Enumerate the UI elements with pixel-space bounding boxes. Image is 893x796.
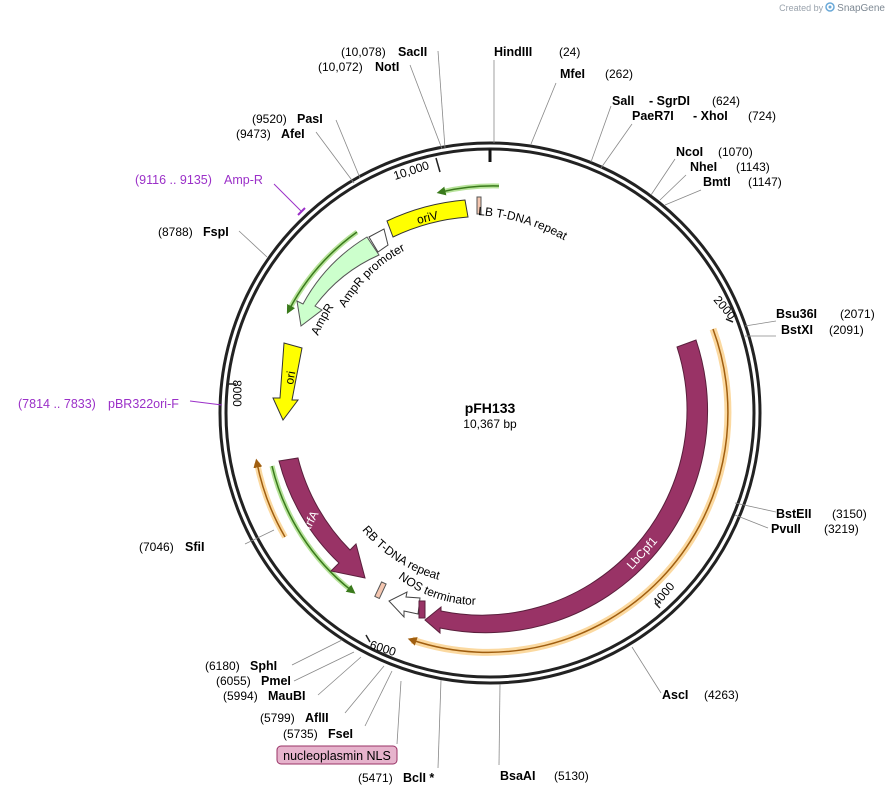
feature-rb-repeat-label: RB T-DNA repeat — [360, 523, 442, 583]
credit-prefix: Created by — [779, 3, 824, 13]
plasmid-size: 10,367 bp — [463, 417, 517, 431]
enzyme-bmti-name: BmtI — [703, 175, 731, 189]
enzyme-pasi-name: PasI — [297, 112, 323, 126]
enzyme-bsu36i-pos: (2071) — [840, 307, 875, 321]
enzyme-bsaai-name: BsaAI — [500, 769, 535, 783]
enzyme-nhei-name: NheI — [690, 160, 717, 174]
enzyme-noti-pos: (10,072) — [318, 60, 363, 74]
enzyme-bsteii-pos: (3150) — [832, 507, 867, 521]
feature-oriv-label: oriV — [415, 208, 439, 227]
enzyme-sphi-name: SphI — [250, 659, 277, 673]
enzyme-sfii-name: SfiI — [185, 540, 204, 554]
nls-label: nucleoplasmin NLS — [283, 749, 391, 763]
enzyme-fspi-name: FspI — [203, 225, 229, 239]
enzyme-afei-pos: (9473) — [236, 127, 271, 141]
enzyme-labels: HindIII (24) MfeI (262) SalI - SgrDI (62… — [139, 45, 875, 785]
enzyme-bcli-name: BclI * — [403, 771, 434, 785]
enzyme-nhei-pos: (1143) — [736, 160, 770, 174]
tick-marks — [228, 157, 734, 643]
enzyme-bmti-pos: (1147) — [748, 175, 782, 189]
enzyme-bsu36i-name: Bsu36I — [776, 307, 817, 321]
feature-trfa — [278, 457, 366, 579]
feature-nos-terminator — [388, 591, 421, 619]
feature-ampr — [296, 236, 380, 327]
enzyme-noti-name: NotI — [375, 60, 399, 74]
enzyme-bsteii-name: BstEII — [776, 507, 811, 521]
enzyme-hindiii-name: HindIII — [494, 45, 532, 59]
enzyme-paer7i-name: PaeR7I — [632, 109, 674, 123]
enzyme-maubi-name: MauBI — [268, 689, 306, 703]
enzyme-bcli-pos: (5471) — [358, 771, 393, 785]
enzyme-asci-pos: (4263) — [704, 688, 739, 702]
primer-pbr322ori-name: pBR322ori-F — [108, 397, 179, 411]
enzyme-hindiii-pos: (24) — [559, 45, 580, 59]
feature-ampr-promoter — [368, 228, 389, 253]
enzyme-pvuii-name: PvuII — [771, 522, 801, 536]
enzyme-fspi-pos: (8788) — [158, 225, 193, 239]
primer-ampr-range: (9116 .. 9135) — [135, 173, 212, 187]
enzyme-sgrdi-name: - SgrDI — [649, 94, 690, 108]
enzyme-fsei-name: FseI — [328, 727, 353, 741]
feature-nls-mark — [418, 600, 426, 619]
primer-ampr-name: Amp-R — [224, 173, 263, 187]
enzyme-maubi-pos: (5994) — [223, 689, 258, 703]
enzyme-mfei-name: MfeI — [560, 67, 585, 81]
enzyme-mfei-pos: (262) — [605, 67, 633, 81]
feature-ori-label: ori — [282, 370, 298, 386]
enzyme-aflii-pos: (5799) — [260, 711, 295, 725]
enzyme-paer7i-pos: (724) — [748, 109, 776, 123]
primer-pbr322ori-range: (7814 .. 7833) — [18, 397, 96, 411]
enzyme-pasi-pos: (9520) — [252, 112, 287, 126]
feature-ori — [272, 342, 303, 421]
enzyme-pmei-pos: (6055) — [216, 674, 251, 688]
enzyme-sphi-pos: (6180) — [205, 659, 240, 673]
enzyme-sali-pos: (624) — [712, 94, 740, 108]
enzyme-aflii-name: AflII — [305, 711, 329, 725]
enzyme-bsaai-pos: (5130) — [554, 769, 589, 783]
feature-lbcpf1 — [424, 339, 709, 635]
enzyme-pmei-name: PmeI — [261, 674, 291, 688]
enzyme-bstxi-name: BstXI — [781, 323, 813, 337]
tick-8000: 8000 — [230, 380, 244, 407]
credit-brand: SnapGene — [837, 2, 885, 14]
feature-oriv — [386, 199, 469, 238]
enzyme-afei-name: AfeI — [281, 127, 305, 141]
nls-label-box: nucleoplasmin NLS — [276, 745, 398, 765]
feature-lb-repeat-label: LB T-DNA repeat — [478, 204, 570, 243]
enzyme-sacii-name: SacII — [398, 45, 427, 59]
snapgene-logo-icon — [825, 2, 835, 14]
enzyme-sacii-pos: (10,078) — [341, 45, 386, 59]
enzyme-xhoi-name: - XhoI — [693, 109, 728, 123]
feature-lb-repeat — [476, 196, 482, 215]
enzyme-ncoi-name: NcoI — [676, 145, 703, 159]
enzyme-lines — [238, 50, 777, 769]
enzyme-asci-name: AscI — [662, 688, 688, 702]
enzyme-bstxi-pos: (2091) — [829, 323, 864, 337]
enzyme-sali-name: SalI — [612, 94, 634, 108]
enzyme-ncoi-pos: (1070) — [718, 145, 753, 159]
enzyme-fsei-pos: (5735) — [283, 727, 318, 741]
plasmid-name: pFH133 — [465, 400, 516, 416]
orf-arcs — [253, 183, 732, 656]
snapgene-credit: Created by SnapGene — [779, 2, 885, 14]
enzyme-sfii-pos: (7046) — [139, 540, 174, 554]
enzyme-pvuii-pos: (3219) — [824, 522, 859, 536]
primers: (9116 .. 9135) Amp-R (7814 .. 7833) pBR3… — [18, 173, 306, 411]
feature-rb-repeat — [374, 581, 387, 600]
backbone-outer — [218, 141, 762, 685]
